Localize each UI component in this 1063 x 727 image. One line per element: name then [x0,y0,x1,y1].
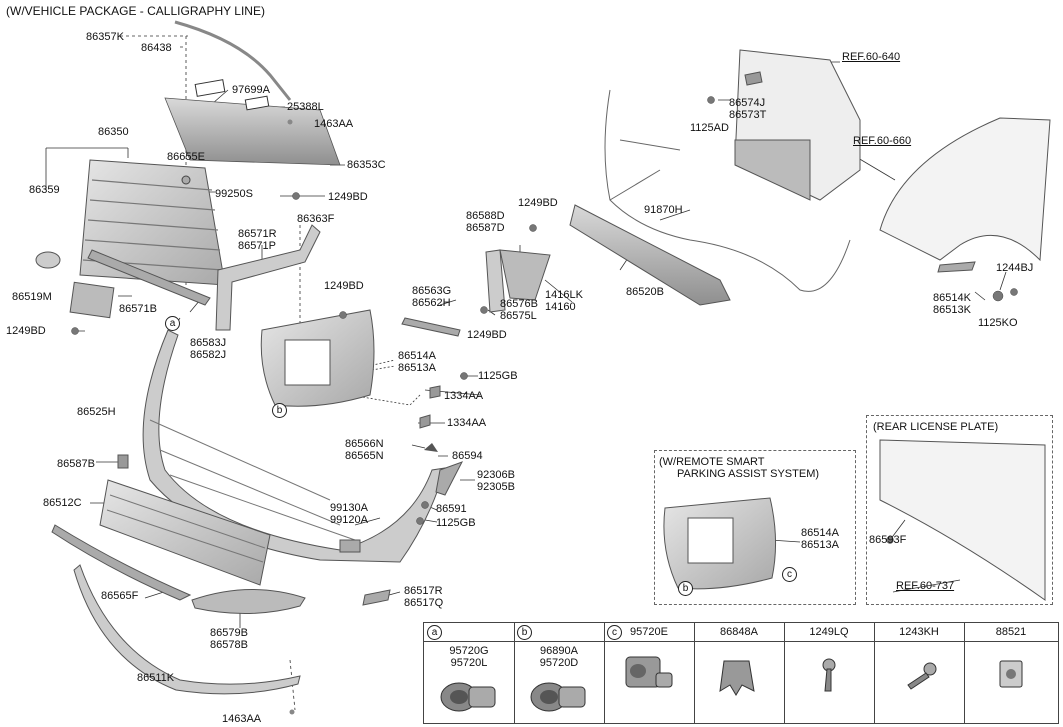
bolt-icon [907,662,937,690]
callout-86519M: 86519M [12,291,52,303]
callout-1463AA: 1463AA [222,713,262,725]
callout-97699A: 97699A [232,84,270,96]
callout-1125GB: 1125GB [478,370,518,382]
ref-60-660[interactable]: REF.60-660 [853,135,912,147]
marker-b: b [272,403,287,418]
callout-25388L: 25388L [287,101,324,113]
rear-license-plate-title: (REAR LICENSE PLATE) [873,421,999,433]
marker-a: a [165,316,180,331]
remote-parking-box [654,450,856,605]
ref-60-640[interactable]: REF.60-640 [842,51,901,63]
callout-1125GB: 1125GB [436,517,476,529]
callout-1463AA: 1463AA [314,118,354,130]
callout-1249BD: 1249BD [467,329,507,341]
legend-marker: a [427,625,442,640]
callout-86591: 86591 [436,503,467,515]
screw-icon [822,658,836,692]
callout-1249BD: 1249BD [6,325,46,337]
callout-86594: 86594 [452,450,483,462]
callout-86655E: 86655E [167,151,205,163]
callout-86353C: 86353C [347,159,386,171]
callout-86571B: 86571B [119,303,157,315]
sensor-bracket-icon [625,656,673,688]
legend-cell: 86848A [694,623,785,723]
callout-86593F: 86593F [869,534,907,546]
legend-cell: 95720E c [604,623,695,723]
callout-1249BD: 1249BD [518,197,558,209]
callout-1125AD: 1125AD [690,122,729,134]
callout-1334AA: 1334AA [444,390,484,402]
callout-86363F: 86363F [297,213,335,225]
nut-icon [999,660,1023,688]
callout-1125KO: 1125KO [978,317,1018,329]
clip-icon [719,660,755,696]
callout-86438: 86438 [141,42,172,54]
marker-b: b [678,581,693,596]
marker-c: c [782,567,797,582]
sensor-icon [440,682,496,712]
callout-86587B: 86587B [57,458,95,470]
callout-91870H: 91870H [644,204,683,216]
legend-cell: 1243KH [874,623,965,723]
callout-86357K: 86357K [86,31,124,43]
callout-1249BD: 1249BD [324,280,364,292]
callout-1249BD: 1249BD [328,191,368,203]
callout-86350: 86350 [98,126,129,138]
callout-1244BJ: 1244BJ [996,262,1034,274]
callout-86525H: 86525H [77,406,116,418]
ref-60-737[interactable]: REF.60-737 [896,580,955,592]
legend-marker: c [607,625,622,640]
callout-86520B: 86520B [626,286,664,298]
rear-license-plate-box [866,415,1053,605]
callout-86565F: 86565F [101,590,139,602]
moulding-strip [174,20,292,101]
callout-86511K: 86511K [137,672,175,684]
callout-1334AA: 1334AA [447,417,487,429]
legend-marker: b [517,625,532,640]
callout-86512C: 86512C [43,497,82,509]
callout-86359: 86359 [29,184,60,196]
package-title: (W/VEHICLE PACKAGE - CALLIGRAPHY LINE) [6,4,265,18]
callout-99250S: 99250S [215,188,253,200]
legend-cell: 88521 [964,623,1058,723]
sensor-icon [530,682,586,712]
legend-cell: 1249LQ [784,623,875,723]
